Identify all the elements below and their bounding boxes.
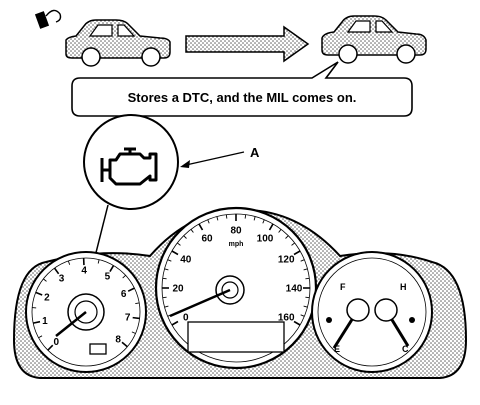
fuel-gauge-hub	[347, 299, 369, 321]
mil-warning-lamp	[90, 344, 106, 354]
right-arrow-icon	[186, 27, 308, 61]
fuel-full-label: F	[340, 282, 346, 292]
tachometer-tick-label: 0	[54, 337, 60, 348]
tachometer-tick-label: 3	[59, 273, 65, 284]
speedometer-tick-tick	[245, 215, 246, 219]
tachometer-tick-label: 4	[81, 266, 87, 277]
tachometer-tick-label: 5	[105, 271, 111, 282]
speedometer-tick-label: 80	[230, 226, 242, 237]
speedometer-tick-tick	[163, 278, 167, 279]
car-silhouette-icon	[322, 16, 426, 63]
callout-leader-line	[186, 152, 244, 165]
caption-text: Stores a DTC, and the MIL comes on.	[128, 90, 357, 105]
speedometer-tick-tick	[305, 297, 309, 298]
temp-gauge-hub	[375, 299, 397, 321]
callout-label-a: A	[250, 145, 260, 160]
tachometer: 01 23 4 56 78	[26, 252, 146, 372]
speedometer-tick-label: 120	[278, 255, 295, 266]
odometer-display	[188, 322, 284, 352]
speedometer-tick-label: 40	[180, 255, 192, 266]
mil-magnifier	[84, 115, 178, 209]
speedometer-unit-label: mph	[229, 241, 244, 248]
speedometer-tick-label: 140	[286, 284, 303, 295]
speedometer-tick-tick	[163, 297, 167, 298]
fuel-temp-gauge: F E H C	[312, 252, 432, 372]
speedometer-tick-tick	[305, 278, 309, 279]
tachometer-tick-tick	[133, 318, 140, 319]
car-silhouette-icon	[66, 20, 170, 66]
ignition-key-icon	[36, 10, 61, 28]
tachometer-tick-label: 2	[44, 292, 50, 303]
tachometer-tick-label: 8	[115, 334, 121, 345]
speedometer-tick-label: 20	[172, 284, 184, 295]
caption-callout: Stores a DTC, and the MIL comes on.	[72, 62, 412, 116]
tachometer-tick-label: 6	[121, 289, 127, 300]
tachometer-tick-label: 1	[42, 316, 48, 327]
temp-hot-label: H	[400, 282, 407, 292]
speedometer-tick-label: 100	[257, 233, 274, 244]
tachometer-tick-label: 7	[125, 313, 131, 324]
speedometer-tick-label: 60	[201, 233, 213, 244]
speedometer-tick-tick	[226, 215, 227, 219]
callout-arrowhead	[180, 160, 190, 168]
